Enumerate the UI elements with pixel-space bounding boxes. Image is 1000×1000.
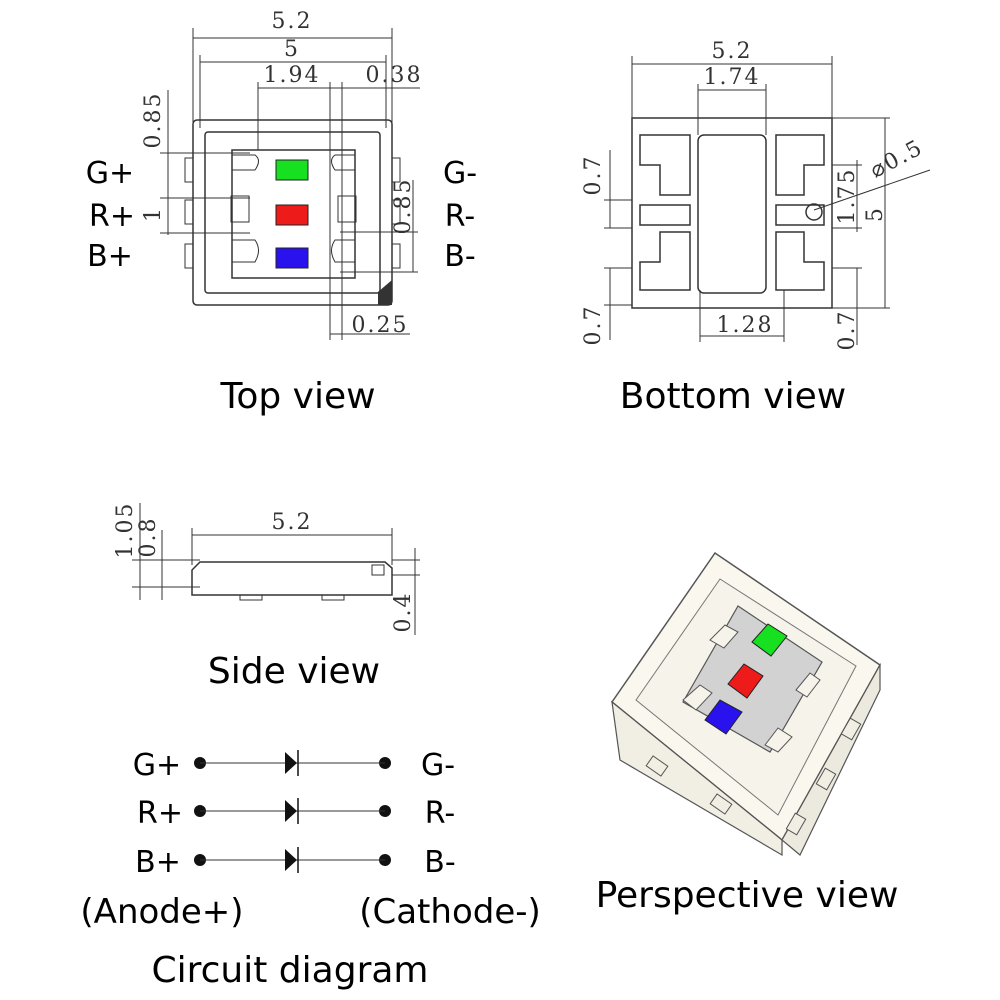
perspective-green-die bbox=[751, 623, 788, 657]
bottom-view-pad bbox=[639, 134, 691, 196]
perspective-notch bbox=[795, 672, 821, 698]
side-view-lead bbox=[239, 594, 263, 601]
diode-icon bbox=[285, 849, 297, 871]
dim-gap: 0.38 bbox=[366, 63, 423, 88]
perspective-lead bbox=[840, 717, 862, 741]
cathode-label: (Cathode-) bbox=[359, 892, 541, 932]
pin-label-b-plus: B+ bbox=[87, 239, 133, 274]
top-view-lead bbox=[391, 199, 401, 225]
bottom-view-caption: Bottom view bbox=[620, 376, 846, 417]
circuit-row-g: G+ G- bbox=[133, 748, 455, 783]
bottom-view-pad bbox=[775, 204, 825, 226]
perspective-notch bbox=[764, 727, 793, 753]
perspective-lead bbox=[815, 767, 837, 791]
top-view-lead-notch bbox=[231, 154, 259, 171]
top-view-caption: Top view bbox=[219, 376, 375, 417]
dim-overall-width: 5.2 bbox=[272, 9, 313, 34]
pin-label-b-minus: B- bbox=[444, 239, 475, 274]
circuit-row-r: R+ R- bbox=[137, 796, 455, 831]
perspective-blue-die bbox=[704, 699, 743, 735]
top-view-polarity-mark bbox=[378, 280, 392, 305]
side-view-notch bbox=[371, 564, 385, 576]
circuit-anode-r: R+ bbox=[137, 796, 183, 831]
top-view-lead bbox=[184, 157, 194, 183]
bottom-view-pad bbox=[775, 134, 825, 196]
pin-label-g-minus: G- bbox=[443, 156, 477, 191]
top-view-side-tab bbox=[230, 195, 250, 223]
dim-bottom-pad-bottom-left: 0.7 bbox=[581, 305, 606, 346]
top-view-side-tab bbox=[337, 195, 357, 223]
circuit-cathode-b: B- bbox=[424, 845, 455, 880]
top-view-lead-notch bbox=[331, 239, 356, 263]
green-led-die bbox=[275, 159, 309, 181]
circuit-anode-b: B+ bbox=[135, 845, 181, 880]
perspective-notch bbox=[682, 684, 713, 711]
dim-pad-right: 0.85 bbox=[391, 178, 416, 235]
pin-label-g-plus: G+ bbox=[86, 156, 134, 191]
dim-pad-pitch: 1.75 bbox=[835, 168, 860, 225]
perspective-lead bbox=[709, 793, 733, 815]
dim-center-pad: 1.74 bbox=[704, 65, 761, 90]
dim-die-offset: 1.94 bbox=[264, 63, 321, 88]
bottom-view-pad bbox=[639, 231, 691, 291]
bottom-view-pad bbox=[775, 231, 825, 291]
perspective-lead bbox=[785, 812, 807, 836]
perspective-body-side-left bbox=[611, 700, 783, 857]
dim-lead-height: 0.4 bbox=[391, 592, 416, 633]
perspective-notch bbox=[709, 624, 739, 649]
diode-icon bbox=[285, 800, 297, 822]
bottom-view-dimension-lines bbox=[604, 56, 931, 345]
red-led-die bbox=[275, 204, 309, 226]
dim-pad-top: 0.85 bbox=[141, 92, 166, 149]
circuit-diagram-caption: Circuit diagram bbox=[151, 950, 428, 991]
top-view-lead-notch bbox=[231, 239, 259, 263]
dim-body-height: 0.8 bbox=[136, 517, 161, 558]
bottom-view-pad bbox=[639, 204, 691, 226]
bottom-view-body bbox=[631, 117, 833, 309]
top-view-inner-frame bbox=[204, 131, 381, 294]
side-view-caption: Side view bbox=[208, 651, 380, 692]
dim-bottom-overall-width: 5.2 bbox=[712, 39, 753, 64]
bottom-view-polarity-hole bbox=[805, 203, 823, 221]
dim-pad-spacing: 1.28 bbox=[717, 313, 774, 338]
dim-side-width: 5.2 bbox=[272, 510, 313, 535]
perspective-view: Perspective view bbox=[596, 551, 899, 916]
circuit-cathode-r: R- bbox=[425, 796, 455, 831]
top-view-cavity bbox=[231, 149, 356, 279]
side-view: 1.05 0.8 5.2 0.4 Side view bbox=[113, 502, 420, 692]
anode-label: (Anode+) bbox=[80, 892, 243, 932]
blue-led-die bbox=[275, 247, 309, 269]
circuit-anode-g: G+ bbox=[133, 748, 181, 783]
circuit-cathode-g: G- bbox=[421, 748, 455, 783]
bottom-view: 5.2 1.74 0.7 0.7 1.75 5 ⌀0.5 1.28 0.7 Bo… bbox=[581, 39, 931, 417]
dim-bottom-gap: 0.25 bbox=[352, 313, 409, 338]
diode-icon bbox=[285, 752, 297, 774]
side-view-lead bbox=[321, 594, 345, 601]
dim-total: 5 bbox=[863, 206, 888, 222]
dim-bottom-pad-bottom-right: 0.7 bbox=[835, 310, 860, 351]
dim-inner-width: 5 bbox=[284, 37, 300, 62]
dim-diameter: ⌀0.5 bbox=[866, 135, 927, 183]
top-view: 5.2 5 1.94 0.38 0.85 1 0.85 0.25 G+ R+ B… bbox=[86, 9, 477, 417]
top-view-lead bbox=[391, 243, 401, 269]
circuit-row-b: B+ B- bbox=[135, 845, 456, 880]
top-view-lead bbox=[391, 157, 401, 183]
side-view-dimension-lines bbox=[132, 503, 420, 635]
side-view-body bbox=[191, 561, 393, 596]
dim-bottom-pad-top: 0.7 bbox=[581, 155, 606, 196]
circuit-diagram: G+ G- R+ R- B+ B- (Anode+) (Cathode-) Ci… bbox=[80, 748, 540, 991]
dim-pitch: 1 bbox=[141, 206, 166, 222]
perspective-view-caption: Perspective view bbox=[596, 875, 899, 916]
bottom-view-center-pad bbox=[697, 134, 767, 294]
top-view-lead bbox=[184, 243, 194, 269]
pin-label-r-minus: R- bbox=[445, 199, 475, 234]
top-view-lead bbox=[184, 199, 194, 225]
perspective-lead bbox=[645, 755, 669, 777]
dim-total-height: 1.05 bbox=[113, 502, 138, 559]
top-view-lead-notch bbox=[331, 154, 356, 171]
perspective-red-die bbox=[727, 663, 764, 699]
pin-label-r-plus: R+ bbox=[89, 199, 135, 234]
